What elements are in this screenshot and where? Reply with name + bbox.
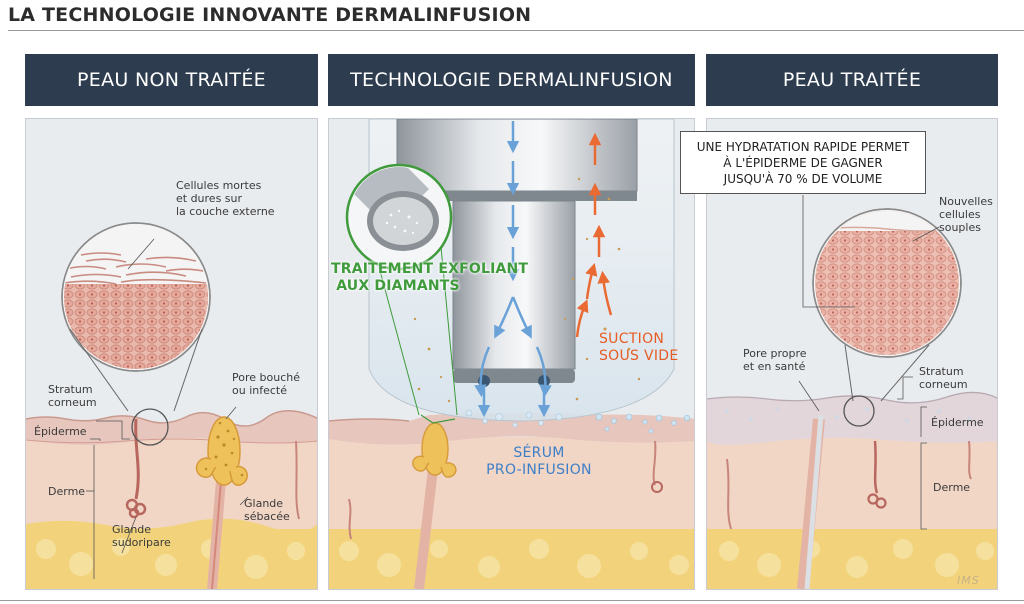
panel-untreated: PEAU NON TRAITÉE <box>25 54 318 590</box>
label-clean-pore: Pore propre et en santé <box>743 347 807 373</box>
label-serum: SÉRUM PRO-INFUSION <box>486 445 592 478</box>
label-epidermis: Épiderme <box>34 425 87 438</box>
page-title: LA TECHNOLOGIE INNOVANTE DERMALINFUSION <box>8 4 532 26</box>
untreated-skin-illustration <box>26 119 317 589</box>
label-epidermis-treated: Épiderme <box>931 416 984 429</box>
label-clogged-pore: Pore bouché ou infecté <box>232 371 300 397</box>
panel-untreated-illustration: Cellules mortes et dures sur la couche e… <box>25 118 318 590</box>
panel-treated-header: PEAU TRAITÉE <box>706 54 998 106</box>
label-stratum-corneum: Stratum corneum <box>48 383 97 409</box>
panel-technology-illustration: TRAITEMENT EXFOLIANT AUX DIAMANTS SUCTIO… <box>328 118 695 590</box>
panel-untreated-header: PEAU NON TRAITÉE <box>25 54 318 106</box>
panel-technology: TECHNOLOGIE DERMALINFUSION <box>328 54 695 590</box>
artist-signature: IMS <box>957 574 980 587</box>
label-stratum-corneum-treated: Stratum corneum <box>919 365 968 391</box>
label-dermis-treated: Derme <box>933 481 971 494</box>
panel-technology-header: TECHNOLOGIE DERMALINFUSION <box>328 54 695 106</box>
label-vacuum-suction: SUCTION SOUS VIDE <box>599 331 679 364</box>
label-new-cells: Nouvelles cellules souples <box>939 195 993 234</box>
hydration-callout: UNE HYDRATATION RAPIDE PERMET À L'ÉPIDER… <box>680 131 926 194</box>
label-sebaceous-gland: Glande sébacée <box>244 497 290 523</box>
label-sweat-gland: Glande sudoripare <box>112 523 171 549</box>
bottom-divider <box>0 600 1024 601</box>
label-dermis: Derme <box>48 485 86 498</box>
title-divider <box>8 30 1024 31</box>
dermalinfusion-device-illustration <box>329 119 694 589</box>
label-diamond-exfoliation: TRAITEMENT EXFOLIANT AUX DIAMANTS <box>331 261 528 294</box>
label-dead-cells: Cellules mortes et dures sur la couche e… <box>176 179 275 218</box>
